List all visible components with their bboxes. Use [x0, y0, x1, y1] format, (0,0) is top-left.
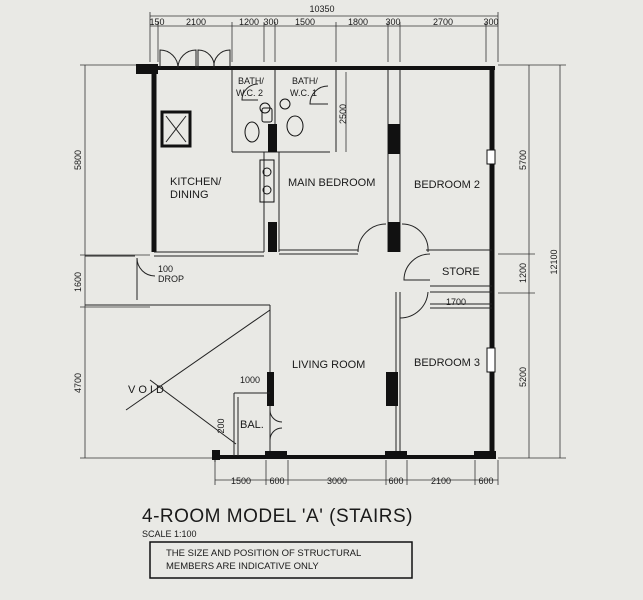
kitchen-sub-label: DINING — [170, 189, 209, 201]
dim-top-seg-2: 2100 — [186, 17, 206, 27]
living-room-label: LIVING ROOM — [292, 359, 365, 371]
dim-bottom-6: 600 — [478, 476, 493, 486]
drop-sub-label: DROP — [158, 274, 184, 284]
dim-bottom-3: 3000 — [327, 476, 347, 486]
void-cross — [125, 309, 271, 445]
dim-bottom-4: 600 — [388, 476, 403, 486]
dim-left-2: 1600 — [73, 272, 83, 292]
dim-top-seg-8: 2700 — [433, 17, 453, 27]
dim-top-seg-3: 1200 — [239, 17, 259, 27]
bath2-sub-label: W.C. 2 — [236, 88, 263, 98]
dim-bottom-1: 1500 — [231, 476, 251, 486]
left-dimensions: 5800 1600 4700 — [73, 64, 215, 459]
walls — [85, 64, 496, 462]
note-line-2: MEMBERS ARE INDICATIVE ONLY — [166, 561, 319, 572]
room-labels: BATH/ W.C. 2 BATH/ W.C. 1 2500 KITCHEN/ … — [128, 76, 480, 434]
bedroom2-label: BEDROOM 2 — [414, 179, 480, 191]
door-swings — [136, 49, 431, 441]
plan-scale: SCALE 1:100 — [142, 529, 197, 539]
dim-right-3: 5200 — [518, 367, 528, 387]
bath1-sub-label: W.C. 1 — [290, 88, 317, 98]
fixtures — [160, 70, 347, 203]
bath1-label: BATH/ — [292, 76, 318, 86]
store-label: STORE — [442, 266, 480, 278]
store-width-dim: 1700 — [446, 297, 466, 307]
main-bedroom-label: MAIN BEDROOM — [288, 177, 375, 189]
dim-bottom-2: 600 — [269, 476, 284, 486]
dim-right-total: 12100 — [549, 249, 559, 274]
dim-top-seg-5: 1500 — [295, 17, 315, 27]
bedroom3-label: BEDROOM 3 — [414, 357, 480, 369]
dim-right-1: 5700 — [518, 150, 528, 170]
balcony-label: BAL. — [240, 419, 264, 431]
plan-title: 4-ROOM MODEL 'A' (STAIRS) — [142, 506, 413, 527]
right-dimensions: 5700 1200 5200 12100 — [498, 64, 566, 459]
drop-label: 100 — [158, 264, 173, 274]
dim-top-seg-9: 300 — [483, 17, 498, 27]
dim-top-seg-4: 300 — [263, 17, 278, 27]
dim-left-3: 4700 — [73, 373, 83, 393]
dim-top-seg-1: 150 — [149, 17, 164, 27]
void-label: VOID — [128, 384, 167, 396]
bal-width-dim: 1000 — [240, 375, 260, 385]
bath-depth-dim: 2500 — [338, 104, 348, 124]
kitchen-label: KITCHEN/ — [170, 176, 222, 188]
note-box — [149, 541, 413, 579]
note-line-1: THE SIZE AND POSITION OF STRUCTURAL — [166, 548, 361, 559]
dim-bottom-5: 2100 — [431, 476, 451, 486]
bath2-label: BATH/ — [238, 76, 264, 86]
corner-column — [136, 64, 158, 74]
toilet-icon — [244, 121, 260, 143]
kitchen-sink-icon — [160, 110, 192, 148]
dim-right-2: 1200 — [518, 263, 528, 283]
dim-top-seg-6: 1800 — [348, 17, 368, 27]
dim-top-total: 10350 — [309, 4, 334, 14]
bal-depth-dim: 200 — [216, 418, 226, 433]
top-dimensions: 10350 150 2100 1200 300 1500 1800 300 27… — [149, 4, 499, 62]
bottom-dimensions: 1500 600 3000 600 2100 600 — [214, 460, 499, 486]
stove-icon — [259, 159, 275, 203]
dim-left-1: 5800 — [73, 150, 83, 170]
dim-top-seg-7: 300 — [385, 17, 400, 27]
